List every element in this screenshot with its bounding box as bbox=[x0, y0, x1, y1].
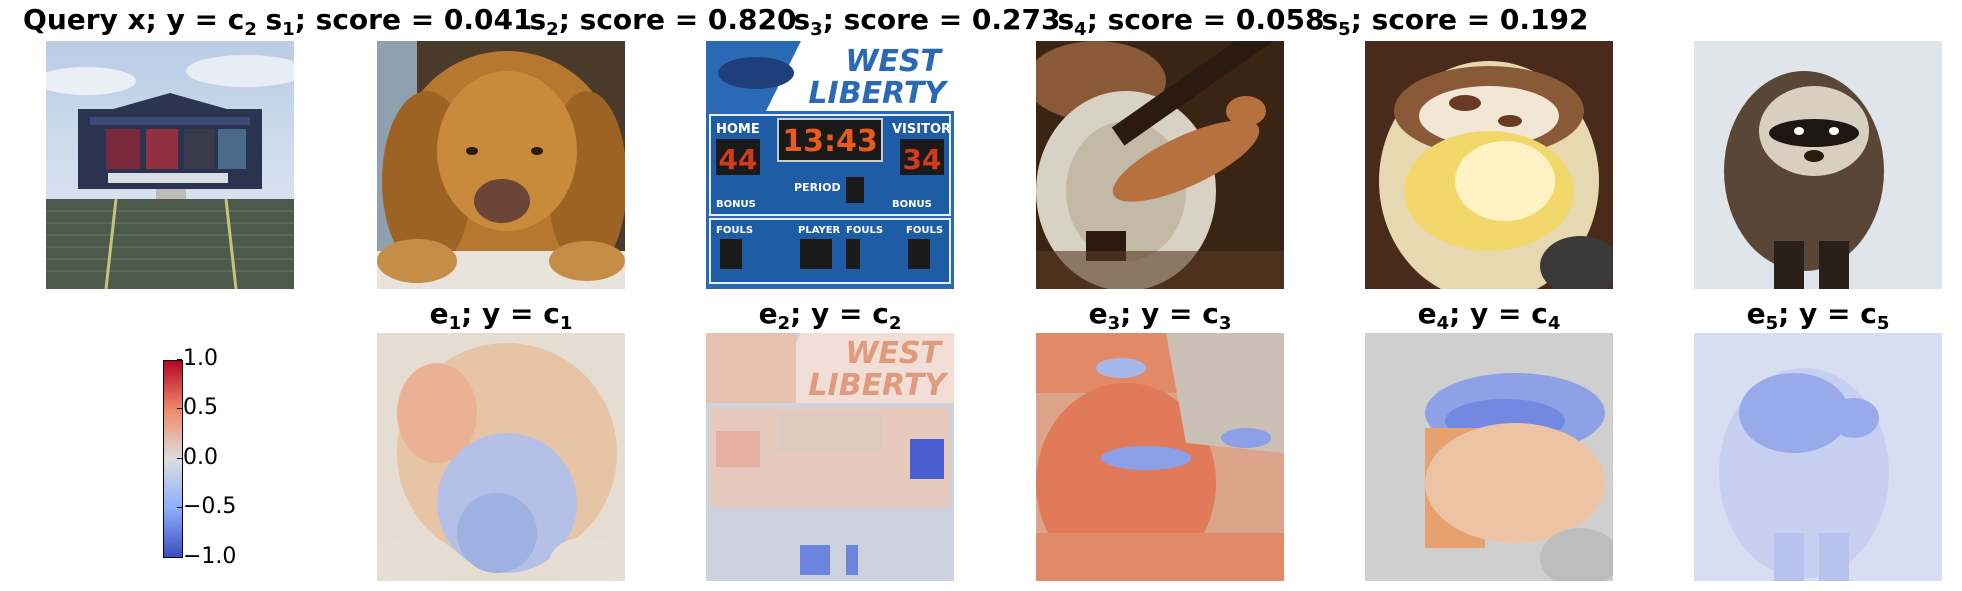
sample-image-3 bbox=[1036, 41, 1284, 289]
sample-image-1 bbox=[377, 41, 625, 289]
query-title: Query x; y = c2 bbox=[0, 3, 310, 40]
query-title-sub: 2 bbox=[244, 19, 257, 40]
sample-title-1: s1; score = 0.041 bbox=[265, 3, 533, 40]
svg-text:FOULS: FOULS bbox=[906, 225, 943, 236]
sample-image-2: WEST LIBERTY HOME VISITOR 44 13:43 34 PE… bbox=[706, 41, 954, 289]
explanation-title-1: e1; y = c1 bbox=[429, 297, 573, 334]
colorbar: 1.0 0.5 0.0 −0.5 −1.0 bbox=[163, 346, 236, 569]
sample-image-4 bbox=[1365, 41, 1613, 289]
colorbar-tick: 0.5 bbox=[177, 395, 218, 420]
colorbar-tick: 1.0 bbox=[177, 346, 218, 371]
scoreboard-school-text: WEST bbox=[845, 44, 943, 79]
svg-text:13:43: 13:43 bbox=[782, 124, 878, 159]
colorbar-tick: −0.5 bbox=[176, 494, 237, 519]
colorbar-tick: 0.0 bbox=[177, 445, 218, 470]
svg-text:LIBERTY: LIBERTY bbox=[808, 368, 949, 403]
svg-text:BONUS: BONUS bbox=[892, 199, 932, 210]
explanation-heatmap-4 bbox=[1365, 333, 1613, 581]
svg-text:WEST: WEST bbox=[845, 336, 943, 371]
query-title-text: Query x; y = c bbox=[23, 3, 245, 36]
svg-text:34: 34 bbox=[903, 143, 942, 176]
svg-text:BONUS: BONUS bbox=[716, 199, 756, 210]
explanation-title-2: e2; y = c2 bbox=[758, 297, 902, 334]
svg-text:VISITOR: VISITOR bbox=[892, 122, 951, 137]
explanation-title-4: e4; y = c4 bbox=[1417, 297, 1561, 334]
explanation-title-5: e5; y = c5 bbox=[1746, 297, 1890, 334]
colorbar-tick: −1.0 bbox=[176, 544, 237, 569]
scoreboard-school2-text: LIBERTY bbox=[808, 76, 949, 111]
sample-image-5 bbox=[1694, 41, 1942, 289]
sample-title-2: s2; score = 0.820 bbox=[529, 3, 797, 40]
sample-title-5: s5; score = 0.192 bbox=[1321, 3, 1589, 40]
svg-text:PERIOD: PERIOD bbox=[794, 181, 841, 194]
svg-text:FOULS: FOULS bbox=[716, 225, 753, 236]
svg-text:FOULS: FOULS bbox=[846, 225, 883, 236]
query-image bbox=[46, 41, 294, 289]
svg-text:HOME: HOME bbox=[716, 122, 760, 137]
colorbar-gradient bbox=[163, 360, 183, 558]
explanation-heatmap-3 bbox=[1036, 333, 1284, 581]
explanation-heatmap-1 bbox=[377, 333, 625, 581]
svg-text:PLAYER: PLAYER bbox=[798, 225, 841, 236]
explanation-title-3: e3; y = c3 bbox=[1088, 297, 1232, 334]
explanation-heatmap-2: WEST LIBERTY bbox=[706, 333, 954, 581]
svg-text:44: 44 bbox=[719, 143, 758, 176]
sample-title-3: s3; score = 0.273 bbox=[793, 3, 1061, 40]
explanation-heatmap-5 bbox=[1694, 333, 1942, 581]
sample-title-4: s4; score = 0.058 bbox=[1057, 3, 1325, 40]
